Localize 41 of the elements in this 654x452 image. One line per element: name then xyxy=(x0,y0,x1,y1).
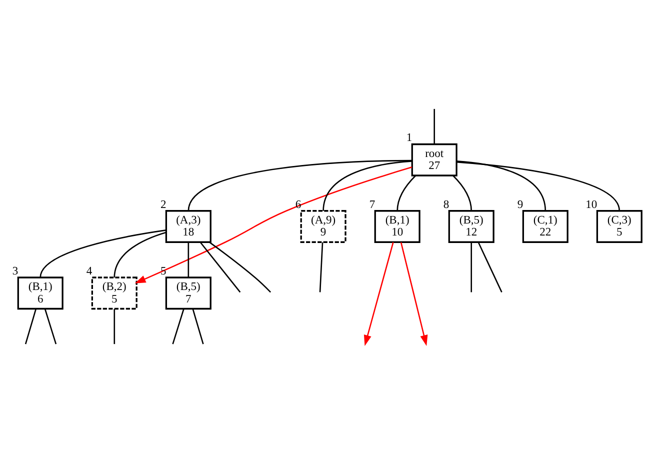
connector xyxy=(478,242,502,292)
connector xyxy=(452,174,472,210)
connector xyxy=(456,160,620,211)
connector xyxy=(114,231,166,278)
node-box: (B,5) 7 xyxy=(165,276,212,310)
connector xyxy=(114,308,116,344)
node-box: (C,3) 5 xyxy=(596,210,642,242)
connector xyxy=(24,308,37,344)
node-box: root 27 xyxy=(411,142,458,176)
node-label: 8 xyxy=(443,198,450,210)
connector xyxy=(188,242,190,277)
connector xyxy=(188,159,412,211)
node-box: (A,3) 18 xyxy=(165,210,212,242)
connector xyxy=(200,241,241,292)
connector xyxy=(319,242,324,292)
node-box: (A,9) 9 xyxy=(300,210,346,242)
node-label: 2 xyxy=(160,198,166,210)
node-label: 1 xyxy=(406,132,412,144)
connector xyxy=(434,108,435,144)
node-label: 4 xyxy=(86,264,92,277)
connector xyxy=(40,229,166,278)
node-label: 3 xyxy=(12,264,18,277)
connector xyxy=(209,241,272,292)
connector xyxy=(172,308,184,344)
arrow xyxy=(364,242,394,346)
arrow xyxy=(400,242,428,346)
node-box: (B,1) 6 xyxy=(17,276,64,310)
node-box: (B,1) 10 xyxy=(374,210,420,242)
node-label: 10 xyxy=(586,198,598,210)
connector xyxy=(456,160,546,210)
node-box: (C,1) 22 xyxy=(522,210,568,242)
connector xyxy=(192,308,204,344)
node-label: 9 xyxy=(517,198,524,210)
arrow xyxy=(134,166,412,283)
connector xyxy=(44,308,57,344)
connector xyxy=(470,242,472,292)
node-box: (B,5) 12 xyxy=(448,210,494,242)
connector xyxy=(322,160,412,210)
node-box: (B,2) 5 xyxy=(91,276,138,310)
node-label: 7 xyxy=(369,198,376,210)
connector xyxy=(396,174,416,210)
